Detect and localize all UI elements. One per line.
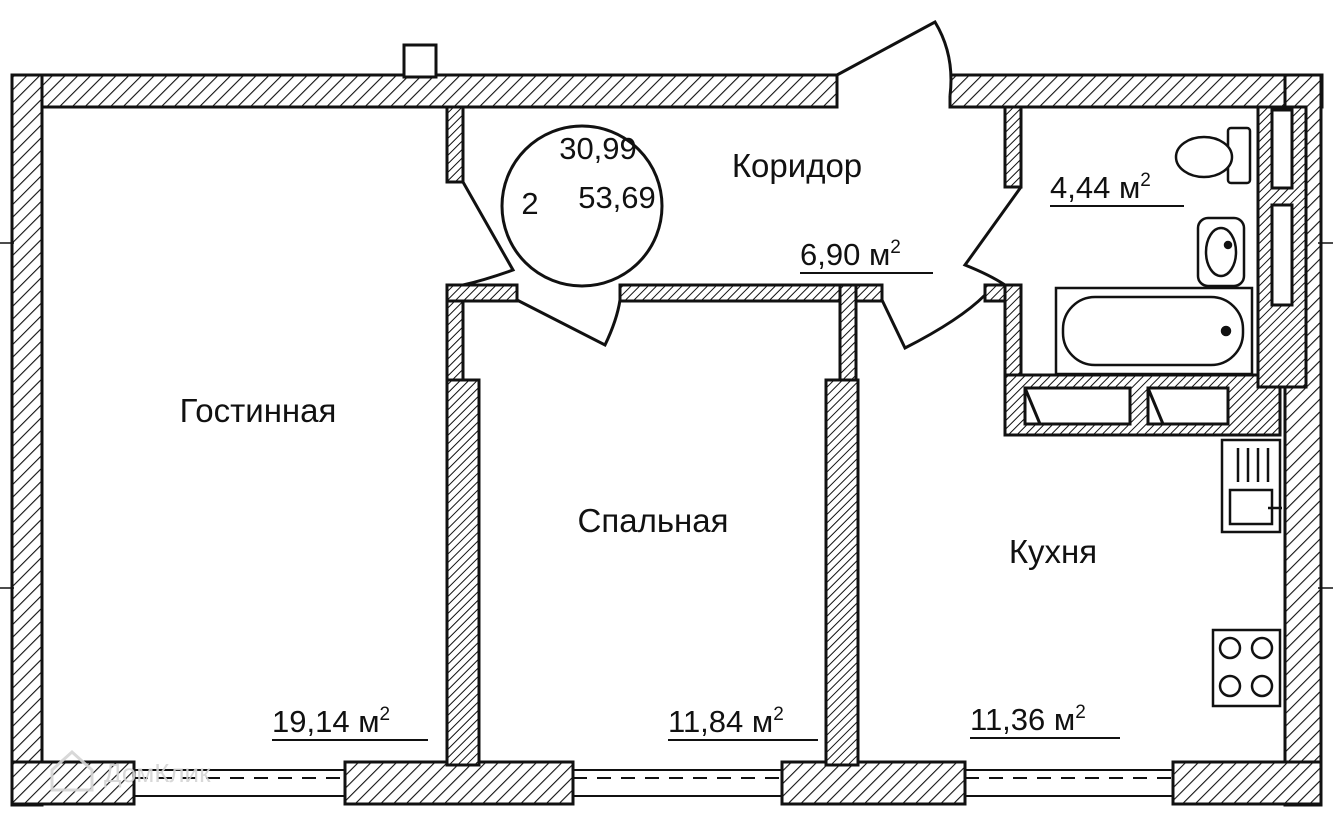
partition-living-corridor <box>445 105 465 184</box>
area-bedroom: 11,84 м2 <box>668 704 818 741</box>
window-bedroom <box>573 769 782 797</box>
svg-text:19,14 м2: 19,14 м2 <box>272 704 390 739</box>
kitchen-sink-icon <box>1220 438 1282 534</box>
bottom-wall-1 <box>10 760 136 806</box>
windows <box>134 769 1173 797</box>
washbasin-icon <box>1196 216 1246 288</box>
partition-corridor-bedroom-a <box>445 283 519 303</box>
doors <box>461 20 1023 351</box>
room-name-kitchen: Кухня <box>1009 533 1097 570</box>
room-name-bedroom: Спальная <box>578 502 729 539</box>
top-wall-right <box>948 73 1324 109</box>
area-corridor: 6,90 м2 <box>800 237 933 274</box>
entrance-door <box>836 20 953 97</box>
svg-text:11,84 м2: 11,84 м2 <box>668 704 784 739</box>
badge-rooms: 2 <box>521 186 538 221</box>
fixtures <box>1054 126 1282 708</box>
area-kitchen: 11,36 м2 <box>970 702 1120 739</box>
room-name-corridor: Коридор <box>732 147 862 184</box>
room-labels: Гостинная Спальная Кухня Коридор <box>180 147 1098 570</box>
bathtub-icon <box>1054 286 1254 376</box>
door-kitchen <box>880 293 987 351</box>
service-niche-1 <box>1270 108 1294 190</box>
window-living <box>134 769 345 797</box>
stove-icon <box>1211 628 1282 708</box>
watermark: ДомКлик <box>50 749 211 792</box>
svg-text:6,90 м2: 6,90 м2 <box>800 237 901 272</box>
room-name-living: Гостинная <box>180 392 337 429</box>
area-living: 19,14 м2 <box>272 704 428 741</box>
door-bedroom <box>516 298 622 348</box>
axis-marks <box>0 242 1333 589</box>
door-bath <box>962 186 1023 287</box>
walls <box>10 43 1324 807</box>
shaft-1 <box>1023 386 1132 426</box>
window-kitchen <box>965 769 1173 797</box>
area-bathroom: 4,44 м2 <box>1050 170 1184 207</box>
badge-living-area: 30,99 <box>559 131 637 166</box>
door-living <box>461 181 516 287</box>
badge-total-area: 53,69 <box>578 180 656 215</box>
bottom-wall-3 <box>780 760 967 806</box>
partition-corridor-bath <box>1003 105 1023 189</box>
toilet-icon <box>1174 126 1252 185</box>
partition-corridor-bedroom-b <box>618 283 884 303</box>
svg-text:11,36 м2: 11,36 м2 <box>970 702 1086 737</box>
bottom-wall-4 <box>1171 760 1323 806</box>
apartment-badge: 30,99 2 53,69 <box>500 124 664 288</box>
partition-bedroom-kitchen-thick <box>824 378 860 767</box>
area-labels: 19,14 м2 11,84 м2 11,36 м2 6,90 м2 4,44 … <box>272 170 1184 741</box>
service-niche-2 <box>1270 203 1294 307</box>
vent-bump <box>402 43 438 79</box>
svg-text:4,44 м2: 4,44 м2 <box>1050 170 1151 205</box>
watermark-text: ДомКлик <box>104 758 211 788</box>
house-logo-icon <box>50 749 94 792</box>
left-wall <box>10 73 44 807</box>
top-wall-left <box>10 73 839 109</box>
partition-living-bedroom-thick <box>445 378 481 767</box>
bottom-wall-2 <box>343 760 575 806</box>
